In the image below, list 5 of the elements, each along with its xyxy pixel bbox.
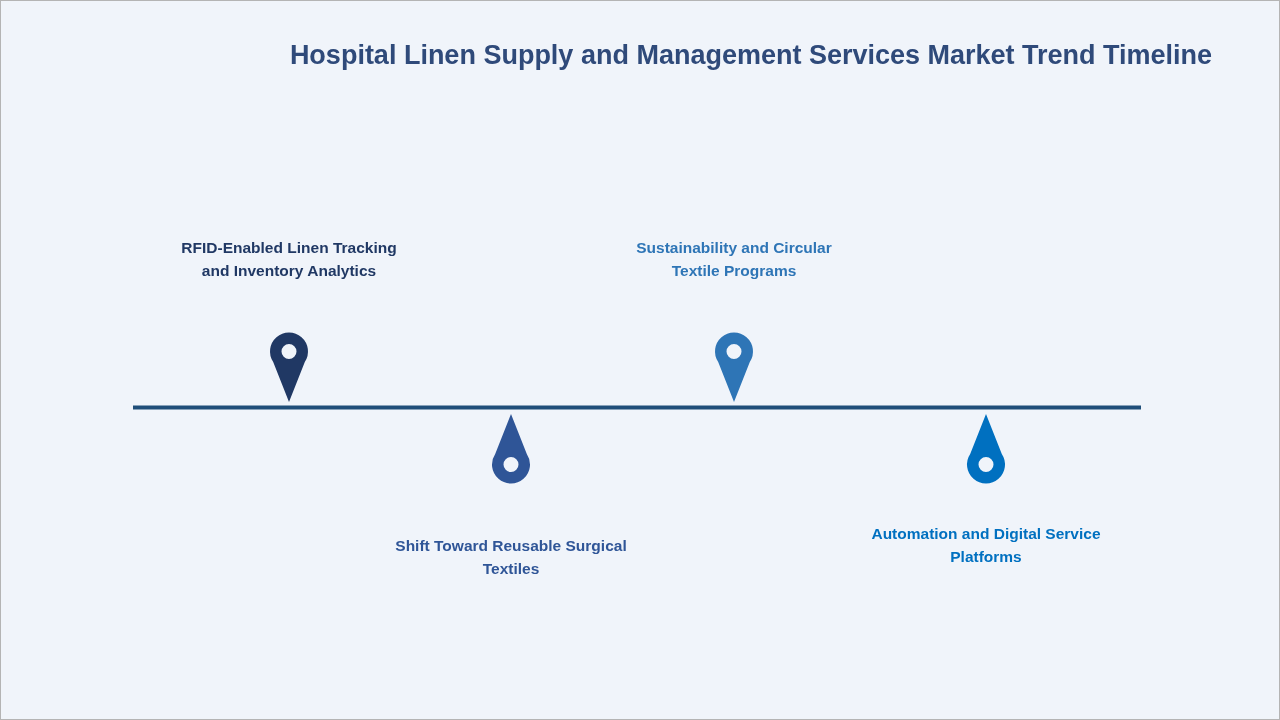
milestone-label: Sustainability and Circular Textile Programs [635,238,833,281]
title: Hospital Linen Supply and Management Services Market Trend Timeline [288,40,1214,71]
milestone-label: RFID-Enabled Linen Tracking and Inventory Analytics [180,238,398,281]
milestone-label: Automation and Digital Service Platforms [870,524,1102,567]
milestone-label: Shift Toward Reusable Surgical Textiles [394,536,628,579]
